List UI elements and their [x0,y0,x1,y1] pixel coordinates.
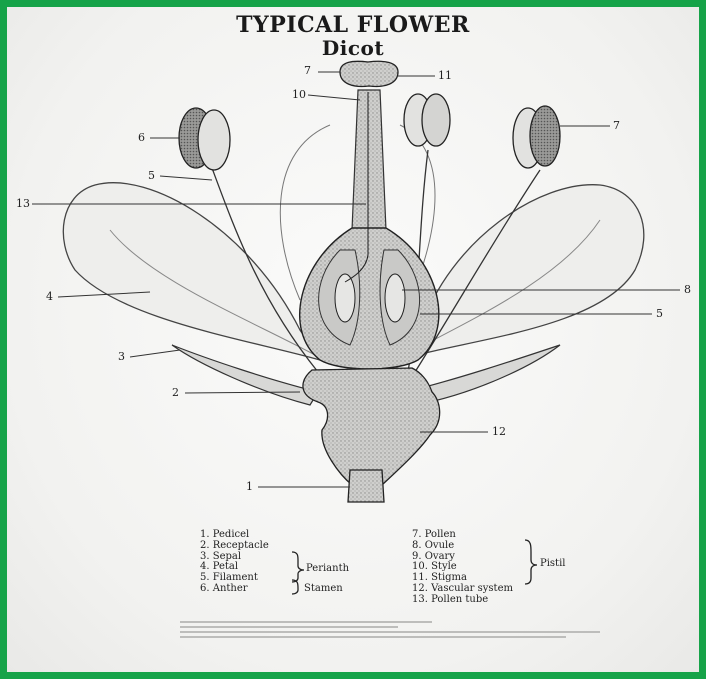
leader-10 [308,95,360,100]
callout-12: 12 [492,425,506,438]
callout-1: 1 [246,480,253,493]
callout-3: 3 [118,350,125,363]
ovule-left [335,274,355,322]
callout-7-top: 7 [304,64,311,77]
group-pistil: Pistil [540,558,565,569]
group-perianth: Perianth [306,563,349,574]
style [352,90,386,230]
legend-item: 13. Pollen tube [412,595,513,606]
callout-13: 13 [16,197,30,210]
group-stamen: Stamen [304,583,343,594]
callout-8: 8 [684,283,691,296]
stigma [340,61,398,86]
anther-left [179,108,230,170]
legend-item: 8. Ovule [412,541,513,552]
anther-center [404,94,450,146]
pedicel [348,470,384,502]
leader-5-left [160,176,212,180]
ovule-right [385,274,405,322]
callout-5-left: 5 [148,169,155,182]
callout-6: 6 [138,131,145,144]
legend-right: 7. Pollen 8. Ovule 9. Ovary 10. Style 11… [412,530,513,606]
callout-5-right: 5 [656,307,663,320]
legend-item: 6. Anther [200,584,269,595]
callout-11: 11 [438,69,452,82]
receptacle [303,368,440,485]
brace-pistil [525,540,537,584]
callout-2: 2 [172,386,179,399]
anther-right [513,106,560,168]
callout-4: 4 [46,290,53,303]
callout-10: 10 [292,88,306,101]
copyright-fineprint [180,618,600,641]
legend-left: 1. Pedicel 2. Receptacle 3. Sepal 4. Pet… [200,530,269,595]
callout-7-right: 7 [613,119,620,132]
legend-item: 2. Receptacle [200,541,269,552]
brace-perianth [292,552,304,582]
left-petal [63,183,320,360]
leader-3 [130,350,180,357]
